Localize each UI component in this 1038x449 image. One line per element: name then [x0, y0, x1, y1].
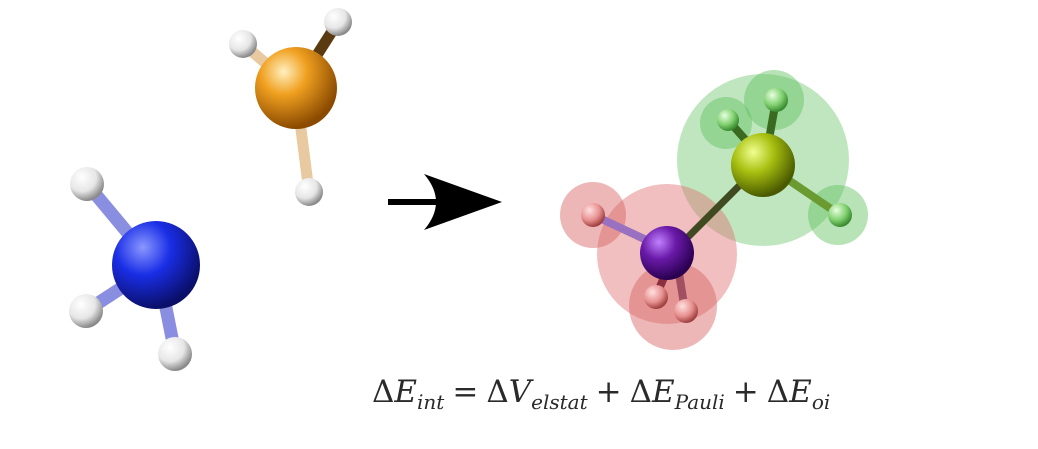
term-delta: Δ [766, 374, 790, 410]
hydrogen-atom [581, 203, 605, 227]
term-symbol: E [789, 374, 812, 410]
ammonia-molecule [69, 167, 200, 371]
term-delta: Δ [486, 374, 509, 410]
plus-sign: + [732, 374, 759, 410]
hydrogen-atom [644, 285, 668, 309]
term-symbol: V [508, 374, 532, 410]
nitrogen-atom [112, 221, 200, 309]
equals-sign: = [452, 374, 479, 410]
hydrogen-atom [828, 203, 852, 227]
borane-molecule [229, 8, 352, 206]
term-symbol: E [652, 374, 675, 410]
nitrogen-atom-complex [640, 226, 694, 280]
lhs-subscript: int [417, 390, 445, 414]
hydrogen-atom [717, 109, 739, 131]
arrow-head [424, 174, 502, 230]
term-subscript: Pauli [674, 390, 725, 414]
donor-h-cloud [629, 262, 717, 350]
lhs-delta: Δ [372, 374, 395, 410]
energy-decomposition-equation: ΔEint=ΔVelstat+ΔEPauli+ΔEoi [372, 366, 992, 418]
hydrogen-atom [295, 178, 323, 206]
hydrogen-atom [674, 299, 698, 323]
term-subscript: oi [811, 390, 831, 414]
hydrogen-atom [229, 30, 257, 58]
reaction-arrow [388, 174, 502, 230]
complex-molecule [560, 70, 868, 350]
lhs-symbol: E [394, 374, 418, 410]
term-subscript: elstat [531, 390, 588, 414]
hydrogen-atom [70, 167, 104, 201]
hydrogen-atom [764, 88, 788, 112]
plus-sign: + [595, 374, 622, 410]
boron-atom-complex [731, 133, 795, 197]
hydrogen-atom [324, 8, 352, 36]
hydrogen-atom [69, 294, 103, 328]
hydrogen-atom [158, 337, 192, 371]
term-delta: Δ [629, 374, 652, 410]
boron-atom [255, 47, 337, 129]
